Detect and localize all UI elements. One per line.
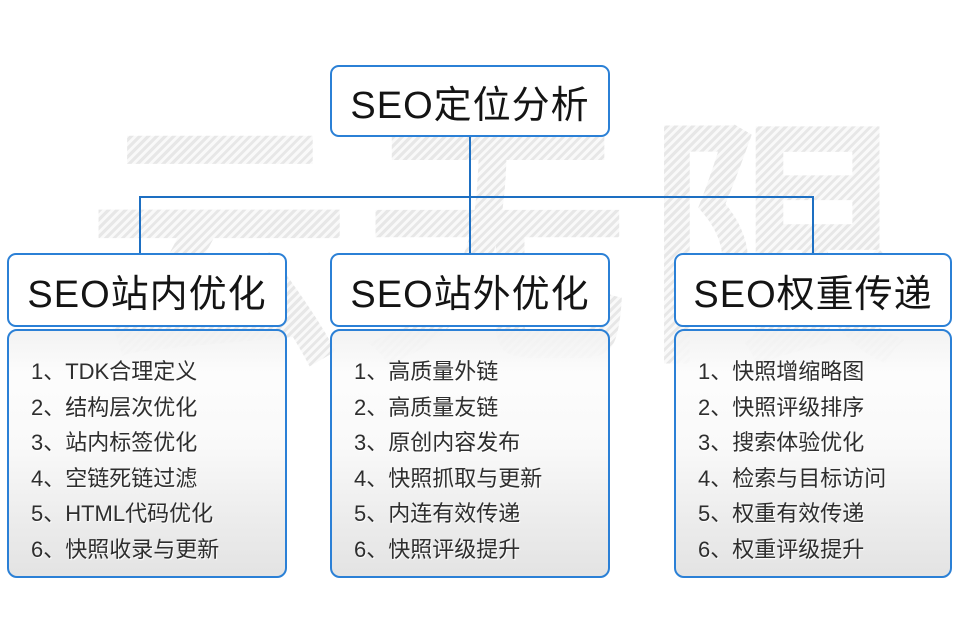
list-item: 2、结构层次优化 — [31, 394, 198, 420]
list-item: 6、权重评级提升 — [698, 536, 865, 562]
list-item: 2、高质量友链 — [354, 394, 499, 420]
list-item: 4、快照抓取与更新 — [354, 465, 543, 491]
weight-items-panel: 1、快照增缩略图 2、快照评级排序 3、搜索体验优化 4、检索与目标访问 5、权… — [674, 329, 952, 578]
list-item: 1、TDK合理定义 — [31, 359, 198, 384]
list-item: 6、快照收录与更新 — [31, 536, 220, 562]
onsite-items-list: 1、TDK合理定义 2、结构层次优化 3、站内标签优化 4、空链死链过滤 5、H… — [31, 354, 275, 567]
list-item: 2、快照评级排序 — [698, 394, 865, 420]
list-item: 1、快照增缩略图 — [698, 359, 865, 384]
node-onsite-title: SEO站内优化 — [27, 273, 267, 316]
connector-drop-right — [812, 197, 814, 254]
connector-rail — [139, 196, 814, 198]
list-item: 5、内连有效传递 — [354, 501, 521, 526]
node-weight-title: SEO权重传递 — [693, 273, 933, 316]
node-offsite-optimization: SEO站外优化 — [330, 253, 610, 327]
list-item: 5、权重有效传递 — [698, 501, 865, 526]
weight-items-list: 1、快照增缩略图 2、快照评级排序 3、搜索体验优化 4、检索与目标访问 5、权… — [698, 354, 940, 567]
node-offsite-title: SEO站外优化 — [350, 273, 590, 316]
connector-drop-left — [139, 197, 141, 254]
list-item: 1、高质量外链 — [354, 359, 499, 384]
list-item: 3、搜索体验优化 — [698, 430, 865, 455]
list-item: 4、检索与目标访问 — [698, 465, 887, 491]
offsite-items-panel: 1、高质量外链 2、高质量友链 3、原创内容发布 4、快照抓取与更新 5、内连有… — [330, 329, 610, 578]
node-onsite-optimization: SEO站内优化 — [7, 253, 287, 327]
connector-root-stem — [469, 135, 471, 197]
root-node: SEO定位分析 — [330, 65, 610, 137]
list-item: 3、站内标签优化 — [31, 430, 198, 455]
root-node-title: SEO定位分析 — [350, 84, 590, 127]
onsite-items-panel: 1、TDK合理定义 2、结构层次优化 3、站内标签优化 4、空链死链过滤 5、H… — [7, 329, 287, 578]
list-item: 5、HTML代码优化 — [31, 501, 214, 526]
offsite-items-list: 1、高质量外链 2、高质量友链 3、原创内容发布 4、快照抓取与更新 5、内连有… — [354, 354, 598, 567]
list-item: 6、快照评级提升 — [354, 536, 521, 562]
list-item: 3、原创内容发布 — [354, 430, 521, 455]
list-item: 4、空链死链过滤 — [31, 465, 198, 491]
connector-drop-mid — [469, 197, 471, 254]
node-weight-transfer: SEO权重传递 — [674, 253, 952, 327]
